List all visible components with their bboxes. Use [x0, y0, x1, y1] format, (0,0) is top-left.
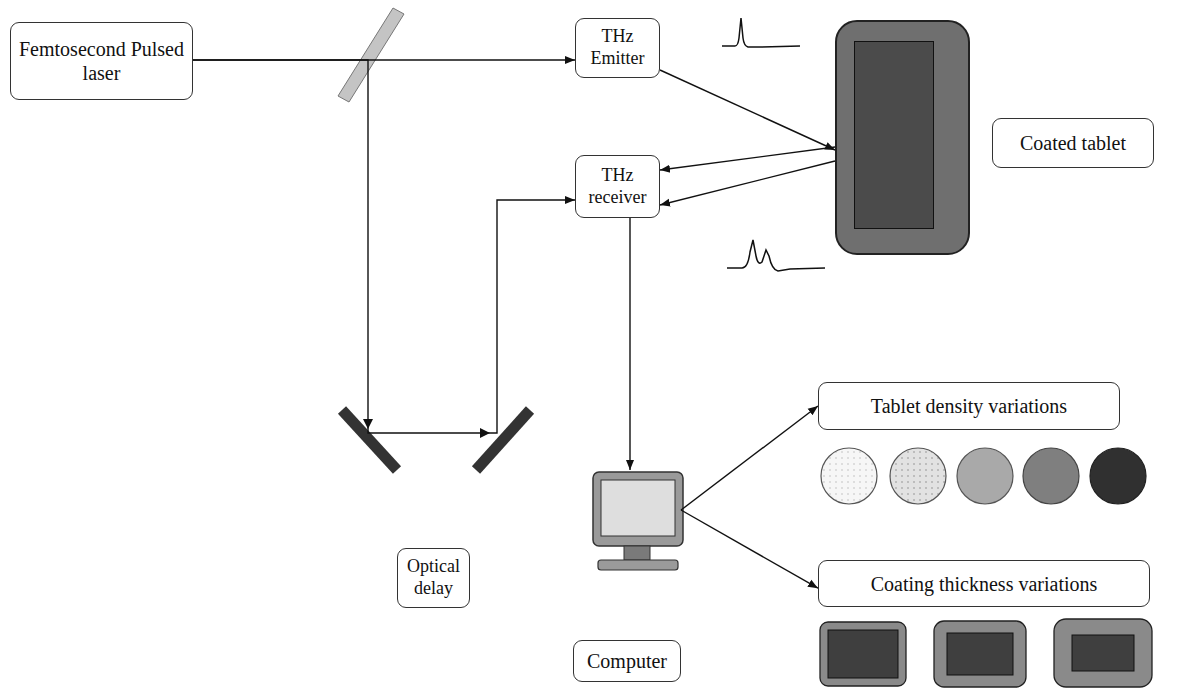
- receiver-box: THz receiver: [575, 155, 660, 218]
- density-samples: [821, 448, 1146, 504]
- node-label: Coated tablet: [992, 118, 1154, 168]
- emitter-box: THz Emitter: [575, 18, 660, 78]
- reflected-pulse: [727, 240, 825, 271]
- signal-arrow: [660, 70, 835, 150]
- coated-tablet: Coated tablet: [835, 20, 970, 255]
- node-text: THz receiver: [581, 165, 654, 208]
- node-label: Computer: [573, 640, 681, 682]
- signal-arrow: [681, 510, 818, 588]
- signal-arrow: [681, 406, 818, 510]
- signal-arrow: [660, 161, 835, 205]
- computer: Computer: [573, 470, 681, 682]
- signal-arrow: [660, 147, 835, 170]
- node-text: THz Emitter: [581, 26, 654, 69]
- delay-mirror: [476, 410, 530, 470]
- signal-arrow: [193, 60, 575, 433]
- node-text: Coating thickness variations: [871, 572, 1098, 596]
- node-text: Tablet density variations: [871, 394, 1067, 418]
- delay-mirror: [342, 410, 397, 470]
- thz-pulse: [722, 18, 800, 47]
- coating-samples: [820, 619, 1152, 687]
- computer-monitor: [593, 472, 683, 570]
- laser-box: Femtosecond Pulsed laser: [10, 22, 193, 100]
- signal-arrow: [629, 218, 630, 470]
- beam-splitter: [338, 8, 404, 102]
- delay-box: Optical delay: [397, 548, 470, 608]
- result-box: Coating thickness variations: [818, 560, 1150, 607]
- tablet-core: [854, 41, 934, 229]
- result-box: Tablet density variations: [818, 382, 1120, 430]
- node-text: Femtosecond Pulsed laser: [16, 37, 187, 85]
- node-text: Optical delay: [403, 556, 464, 599]
